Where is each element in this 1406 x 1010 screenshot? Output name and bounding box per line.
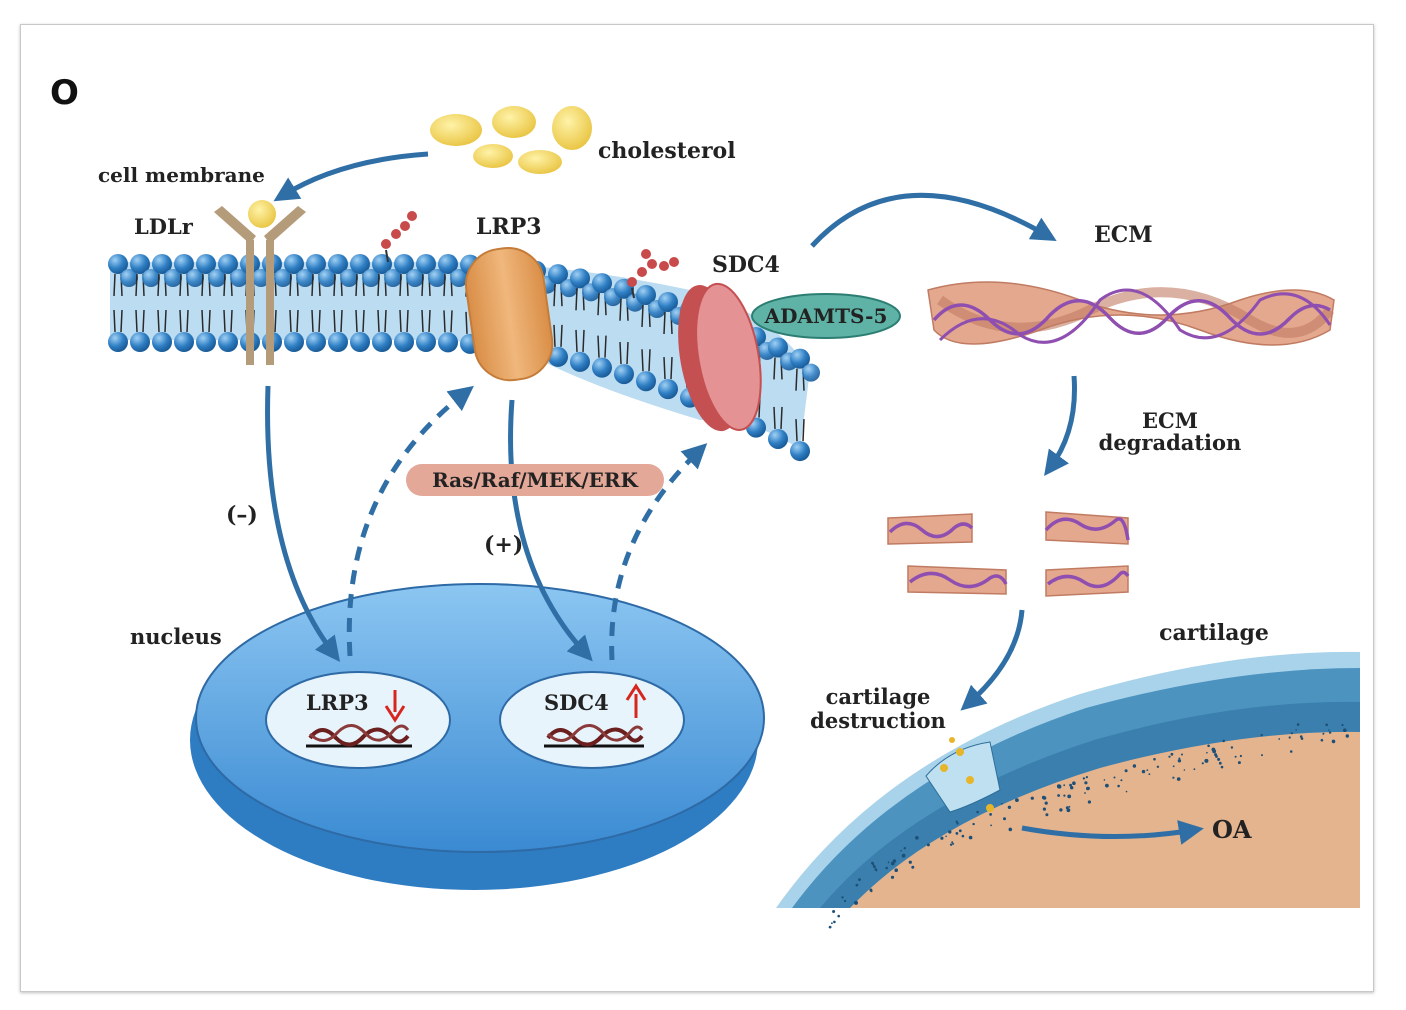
ldlr-to-nucleus-arrow <box>265 385 341 662</box>
sdc4-expression-dashed-arrow <box>609 443 708 661</box>
gene-sdc4-label: SDC4 <box>544 690 609 715</box>
minus-label: (–) <box>226 502 258 528</box>
pathway-label: Ras/Raf/MEK/ERK <box>432 468 638 492</box>
adamts5-label: ADAMTS-5 <box>764 304 888 328</box>
fragments-to-cartilage-arrow <box>960 609 1025 711</box>
cartilage-tissue <box>776 651 1360 908</box>
oa-label: OA <box>1212 815 1252 844</box>
ecm-degradation-label-1: ECM <box>1142 408 1198 433</box>
cholesterol-cluster <box>430 106 592 174</box>
cartilage-destruction-label-2: destruction <box>810 708 946 733</box>
ldlr-receptor <box>214 200 306 365</box>
nucleus-label: nucleus <box>130 624 222 649</box>
to-oa-arrow <box>1021 820 1204 845</box>
plus-label: (+) <box>484 532 523 558</box>
cholesterol-to-membrane-arrow <box>273 151 429 202</box>
lrp3-protein <box>465 247 554 382</box>
lrp3-to-sdc4-arrow <box>508 399 593 662</box>
cell-membrane-label: cell membrane <box>98 163 265 187</box>
panel-letter: O <box>50 73 79 113</box>
lrp3-gene-bubble <box>265 671 451 769</box>
sdc4-protein <box>678 282 762 432</box>
pathway-pill <box>406 464 664 496</box>
gene-lrp3-label: LRP3 <box>306 690 369 715</box>
cholesterol-label: cholesterol <box>598 138 736 164</box>
debris-particles <box>940 737 994 812</box>
cartilage-destruction-label-1: cartilage <box>826 684 931 709</box>
ecm-fiber <box>927 281 1335 346</box>
lrp3-down-arrow <box>384 690 406 723</box>
ecm-degradation-label-2: degradation <box>1099 430 1242 455</box>
sdc4-up-arrow <box>625 683 647 718</box>
cartilage-label: cartilage <box>1159 620 1269 646</box>
ecm-fragments <box>887 511 1130 597</box>
sdc4-to-ecm-arrow <box>810 192 1057 248</box>
ecm-degradation-arrow <box>1044 375 1077 477</box>
lrp3-expression-dashed-arrow <box>346 385 474 657</box>
ecm-label: ECM <box>1094 222 1153 248</box>
sdc4-gene-bubble <box>499 671 685 769</box>
adamts5-ellipse <box>751 293 901 339</box>
glycan-1 <box>381 211 417 263</box>
glycan-2 <box>627 249 679 299</box>
ldlr-label: LDLr <box>134 214 194 239</box>
sdc4-label: SDC4 <box>712 252 780 278</box>
lrp3-label: LRP3 <box>476 214 542 240</box>
